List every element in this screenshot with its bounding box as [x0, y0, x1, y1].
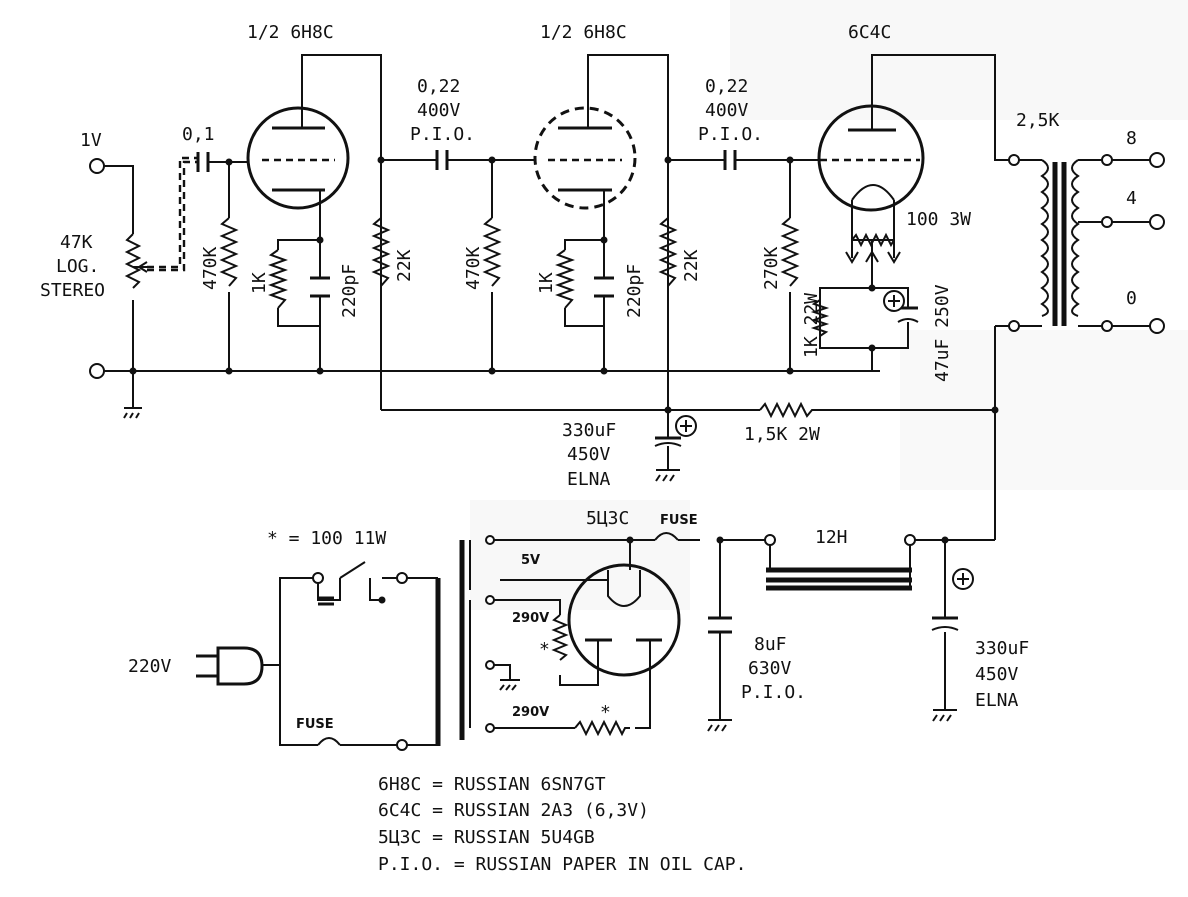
r-270k [780, 217, 800, 287]
input-level-label: 1V [80, 130, 102, 151]
ground-symbols [123, 400, 957, 732]
tube-v2 [533, 106, 637, 210]
choke-label: 12H [815, 527, 848, 548]
r-1k-1 [268, 249, 288, 309]
rectifier-tube [567, 563, 681, 677]
mains-label: 220V [128, 656, 172, 677]
fuse-label-hv: FUSE [660, 513, 698, 528]
opt-impedance: 2,5K [1016, 110, 1060, 131]
r-1-5k [759, 401, 820, 419]
tube-v3 [817, 104, 925, 212]
coupling2-voltage: 400V [705, 100, 749, 121]
stage3-cathode-c: 47uF 250V [932, 284, 953, 382]
tube-v1-label: 1/2 6H8C [247, 22, 334, 43]
r-star-1 [551, 614, 569, 661]
star-mark-2: * [600, 702, 611, 723]
coupling2-type: P.I.O. [698, 124, 763, 145]
filter2-voltage: 450V [975, 664, 1019, 685]
stage1-grid-r: 470K [200, 246, 221, 290]
pot-taper-label: LOG. [56, 256, 99, 277]
paper-smudges [470, 0, 1188, 610]
tube-v2-label: 1/2 6H8C [540, 22, 627, 43]
resistors [124, 217, 901, 737]
stage3-grid-r: 270K [761, 246, 782, 290]
filter1-value: 330uF [562, 420, 616, 441]
reservoir-voltage: 630V [748, 658, 792, 679]
mains-plug [196, 561, 408, 686]
rectifier-label: 5Ц3C [586, 508, 629, 529]
pot-value-label: 47K [60, 232, 93, 253]
stage1-cathode-r: 1K [249, 272, 270, 294]
note-2: 6C4C = RUSSIAN 2A3 (6,3V) [378, 800, 649, 821]
star-note: * = 100 11W [267, 528, 386, 549]
r-22k-1 [371, 217, 391, 287]
r-470k-2 [482, 217, 502, 287]
fuses [317, 532, 679, 746]
note-1: 6H8C = RUSSIAN 6SN7GT [378, 774, 606, 795]
coupling1-voltage: 400V [417, 100, 461, 121]
ground-terminal [89, 363, 105, 379]
terminals [89, 152, 1165, 751]
filter1-brand: ELNA [567, 469, 611, 490]
coupling2-value: 0,22 [705, 76, 748, 97]
stage2-plate-r: 22K [681, 249, 702, 282]
reservoir-value: 8uF [754, 634, 787, 655]
labels: 1/2 6H8C 1/2 6H8C 6C4C 1V 0,1 47K LOG. S… [40, 22, 1137, 875]
r-star-2 [574, 719, 630, 737]
stage1-plate-r: 22K [394, 249, 415, 282]
reservoir-type: P.I.O. [741, 682, 806, 703]
note-4: P.I.O. = RUSSIAN PAPER IN OIL CAP. [378, 854, 746, 875]
filter2-brand: ELNA [975, 690, 1019, 711]
input-terminal [89, 158, 105, 174]
tap-4: 4 [1126, 188, 1137, 209]
r-470k-1 [219, 217, 239, 287]
choke-12h [766, 540, 912, 591]
capacitors [196, 150, 974, 634]
dropper-label: 1,5K 2W [744, 424, 820, 445]
tap-0: 0 [1126, 288, 1137, 309]
tube-v1 [246, 106, 350, 210]
star-mark-1: * [539, 639, 550, 660]
heater-winding: 5V [521, 553, 540, 568]
junctions [129, 156, 999, 604]
stage1-cathode-c: 220pF [339, 264, 360, 318]
stage3-cathode-r: 1K 22W [801, 293, 822, 358]
filter1-voltage: 450V [567, 444, 611, 465]
r-22k-2 [658, 217, 678, 287]
output-transformer [1012, 159, 1100, 327]
coupling1-value: 0,22 [417, 76, 460, 97]
stage2-cathode-r: 1K [536, 272, 557, 294]
tube-v3-label: 6C4C [848, 22, 891, 43]
tap-8: 8 [1126, 128, 1137, 149]
pot-stereo-label: STEREO [40, 280, 105, 301]
coupling1-type: P.I.O. [410, 124, 475, 145]
note-3: 5Ц3C = RUSSIAN 5U4GB [378, 827, 595, 848]
fuse-label-mains: FUSE [296, 717, 334, 732]
input-cap-label: 0,1 [182, 124, 215, 145]
hv-winding-2: 290V [512, 705, 549, 720]
power-transformer [435, 540, 471, 746]
stage2-cathode-c: 220pF [624, 264, 645, 318]
r-1k-22w [810, 299, 830, 337]
stage2-grid-r: 470K [463, 246, 484, 290]
stage3-hum-pot: 100 3W [906, 209, 971, 230]
pot-47k [124, 233, 142, 289]
r-1k-2 [555, 249, 575, 309]
hv-winding-1: 290V [512, 611, 549, 626]
filter2-value: 330uF [975, 638, 1029, 659]
